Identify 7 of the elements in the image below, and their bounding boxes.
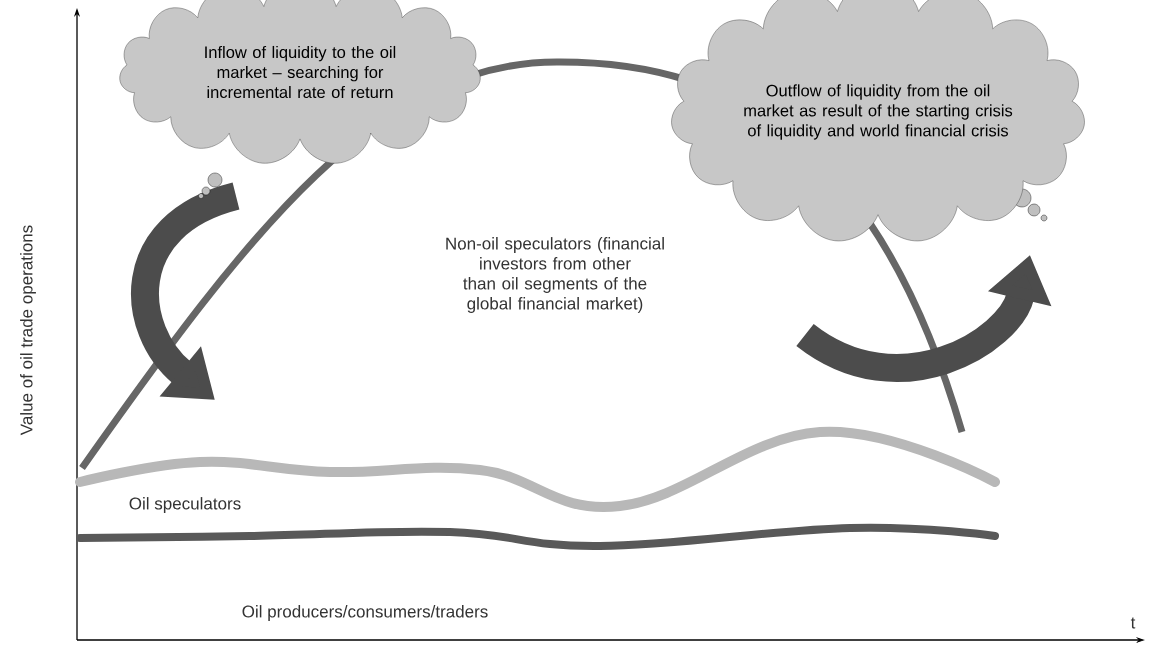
axis-label: Value of oil trade operations (20, 225, 36, 436)
cloud-callout: Inflow of liquidity to the oil market – searching for incremental rate of return (119, 0, 481, 164)
region-label: Oil producers/consumers/traders (242, 605, 488, 621)
axis-label: t (1130, 617, 1136, 629)
cloud-callout: Outflow of liquidity from the oil market as result of the starting crisis of liquidity and world financial crisis (671, 0, 1085, 242)
region-label: Non-oil speculators (financial investors from other than oil segments of the global financial market) (446, 237, 664, 313)
region-label: Oil speculators (129, 497, 241, 513)
